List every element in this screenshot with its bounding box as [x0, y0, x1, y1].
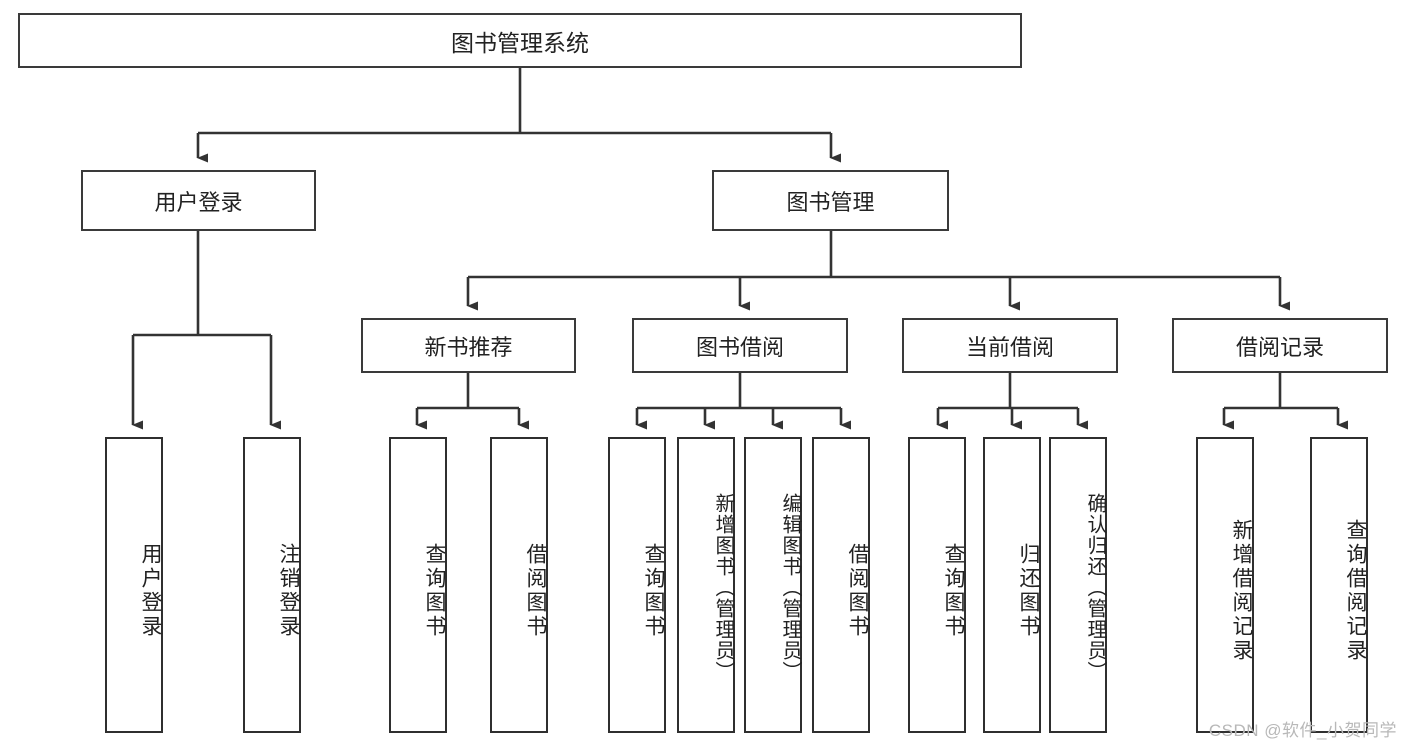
- leaf-label: 确认归还（管理员）: [1084, 492, 1106, 682]
- node-root-label: 图书管理系统: [451, 29, 589, 56]
- leaf-label: 查询图书: [642, 543, 665, 639]
- leaf-current-confirm-return-admin[interactable]: 确认归还（管理员）: [1049, 437, 1107, 733]
- leaf-current-query-book[interactable]: 查询图书: [908, 437, 966, 733]
- node-book-borrow-label: 图书借阅: [695, 334, 784, 360]
- node-current-borrow[interactable]: 当前借阅: [902, 318, 1118, 373]
- leaf-label: 查询图书: [942, 543, 965, 639]
- leaf-records-add-record[interactable]: 新增借阅记录: [1196, 437, 1254, 733]
- node-user-login-label: 用户登录: [154, 189, 243, 215]
- node-book-management-label: 图书管理: [786, 189, 875, 215]
- node-borrow-records[interactable]: 借阅记录: [1172, 318, 1388, 373]
- node-new-book-recommend-label: 新书推荐: [424, 334, 513, 360]
- leaf-user-login-signout[interactable]: 注销登录: [243, 437, 301, 733]
- leaf-label: 编辑图书（管理员）: [779, 492, 801, 682]
- leaf-borrow-borrow-book[interactable]: 借阅图书: [812, 437, 870, 733]
- leaf-recommend-borrow-book[interactable]: 借阅图书: [490, 437, 548, 733]
- node-book-management[interactable]: 图书管理: [712, 170, 949, 231]
- leaf-borrow-query-book[interactable]: 查询图书: [608, 437, 666, 733]
- leaf-recommend-query-book[interactable]: 查询图书: [389, 437, 447, 733]
- leaf-label: 新增图书（管理员）: [712, 492, 734, 682]
- leaf-label: 借阅图书: [524, 543, 547, 639]
- leaf-borrow-add-book-admin[interactable]: 新增图书（管理员）: [677, 437, 735, 733]
- leaf-current-return-book[interactable]: 归还图书: [983, 437, 1041, 733]
- node-book-borrow[interactable]: 图书借阅: [632, 318, 848, 373]
- leaf-label: 注销登录: [277, 543, 300, 639]
- leaf-records-query-record[interactable]: 查询借阅记录: [1310, 437, 1368, 733]
- node-current-borrow-label: 当前借阅: [965, 334, 1054, 360]
- leaf-label: 用户登录: [139, 543, 162, 639]
- csdn-watermark: CSDN @软件_小贺同学: [1208, 721, 1397, 740]
- leaf-label: 查询图书: [423, 543, 446, 639]
- leaf-label: 借阅图书: [846, 543, 869, 639]
- node-borrow-records-label: 借阅记录: [1235, 334, 1324, 360]
- node-user-login[interactable]: 用户登录: [81, 170, 316, 231]
- node-new-book-recommend[interactable]: 新书推荐: [361, 318, 576, 373]
- leaf-user-login-signin[interactable]: 用户登录: [105, 437, 163, 733]
- leaf-label: 查询借阅记录: [1344, 519, 1367, 663]
- node-root-system[interactable]: 图书管理系统: [18, 13, 1022, 68]
- leaf-label: 归还图书: [1017, 543, 1040, 639]
- leaf-label: 新增借阅记录: [1230, 519, 1253, 663]
- leaf-borrow-edit-book-admin[interactable]: 编辑图书（管理员）: [744, 437, 802, 733]
